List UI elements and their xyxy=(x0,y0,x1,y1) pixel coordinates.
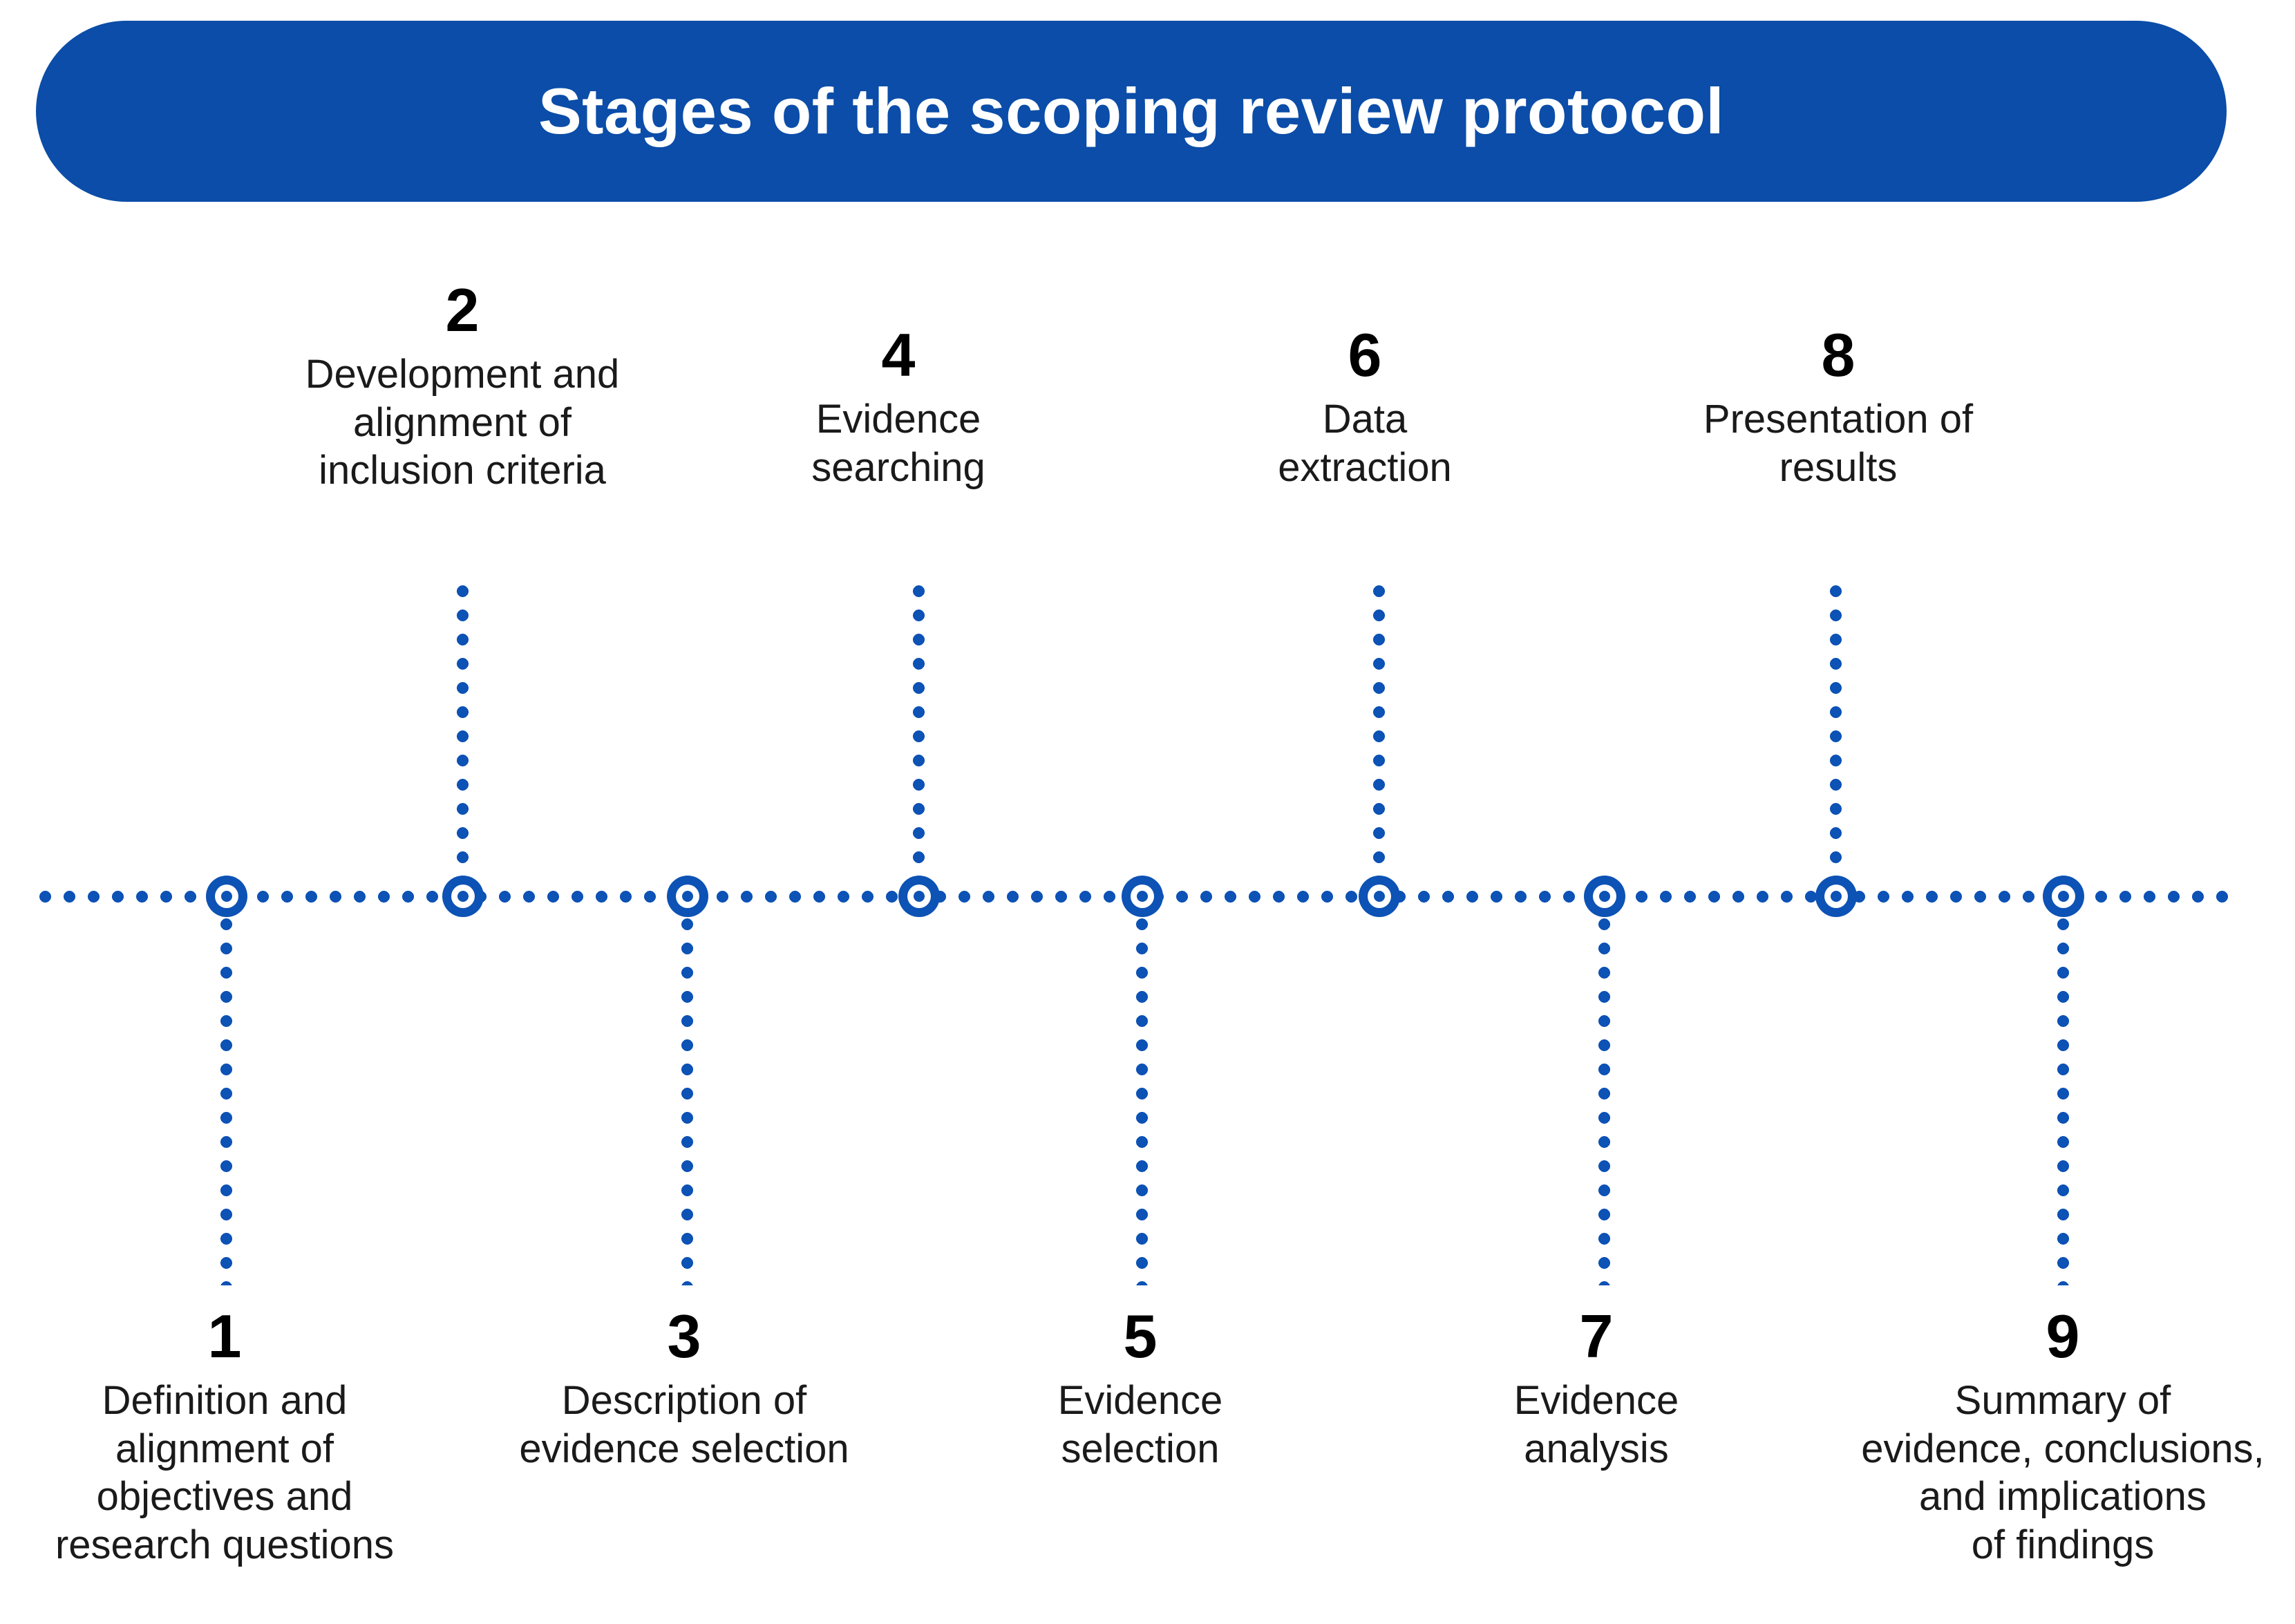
timeline-node-9[interactable] xyxy=(2043,876,2084,917)
timeline-node-6[interactable] xyxy=(1359,876,1400,917)
node-ring-icon xyxy=(1368,885,1391,908)
timeline-node-4[interactable] xyxy=(898,876,940,917)
node-core-icon xyxy=(457,891,469,902)
connector-stage-5 xyxy=(1136,912,1148,1285)
header-banner: Stages of the scoping review protocol xyxy=(36,21,2227,202)
stage-text-4: Evidence searching xyxy=(811,397,985,490)
connector-stage-2 xyxy=(457,579,469,889)
stage-text-7: Evidence analysis xyxy=(1513,1378,1679,1471)
stage-number-9: 9 xyxy=(2046,1302,2080,1370)
stage-label-8: 8 Presentation of results xyxy=(1645,325,2032,491)
node-core-icon xyxy=(1831,891,1842,902)
stage-label-3: 3 Description of evidence selection xyxy=(484,1306,885,1473)
stage-number-5: 5 xyxy=(1123,1302,1158,1370)
stage-label-4: 4 Evidence searching xyxy=(726,325,1071,491)
node-ring-icon xyxy=(907,885,931,908)
stage-text-8: Presentation of results xyxy=(1703,397,1974,490)
timeline-node-2[interactable] xyxy=(442,876,484,917)
connector-stage-7 xyxy=(1598,912,1610,1285)
timeline-node-7[interactable] xyxy=(1584,876,1625,917)
stage-number-7: 7 xyxy=(1579,1302,1614,1370)
stage-number-2: 2 xyxy=(445,276,480,344)
stage-text-6: Data extraction xyxy=(1278,397,1452,490)
stage-label-7: 7 Evidence analysis xyxy=(1424,1306,1769,1473)
node-core-icon xyxy=(221,891,232,902)
node-core-icon xyxy=(682,891,693,902)
node-core-icon xyxy=(1374,891,1385,902)
connector-stage-4 xyxy=(913,579,925,889)
stage-label-6: 6 Data extraction xyxy=(1192,325,1538,491)
node-core-icon xyxy=(2058,891,2069,902)
connector-stage-8 xyxy=(1830,579,1842,889)
node-ring-icon xyxy=(1131,885,1154,908)
stage-text-9: Summary of evidence, conclusions, and im… xyxy=(1861,1378,2265,1567)
stage-label-2: 2 Development and alignment of inclusion… xyxy=(248,280,677,495)
node-ring-icon xyxy=(2052,885,2075,908)
connector-stage-1 xyxy=(220,912,232,1285)
page-title: Stages of the scoping review protocol xyxy=(538,74,1724,147)
node-core-icon xyxy=(1137,891,1148,902)
timeline-node-8[interactable] xyxy=(1815,876,1857,917)
stage-number-6: 6 xyxy=(1348,321,1382,389)
node-core-icon xyxy=(1599,891,1610,902)
timeline-node-5[interactable] xyxy=(1122,876,1163,917)
connector-stage-9 xyxy=(2057,912,2069,1285)
node-core-icon xyxy=(914,891,925,902)
connector-stage-6 xyxy=(1373,579,1385,889)
stage-label-5: 5 Evidence selection xyxy=(967,1306,1313,1473)
stage-label-1: 1 Definition and alignment of objectives… xyxy=(21,1306,428,1569)
stage-number-1: 1 xyxy=(207,1302,242,1370)
stage-text-1: Definition and alignment of objectives a… xyxy=(55,1378,395,1567)
node-ring-icon xyxy=(1824,885,1848,908)
stage-text-5: Evidence selection xyxy=(1057,1378,1223,1471)
stage-text-2: Development and alignment of inclusion c… xyxy=(305,352,620,493)
stage-number-4: 4 xyxy=(881,321,916,389)
connector-stage-3 xyxy=(681,912,693,1285)
node-ring-icon xyxy=(1593,885,1616,908)
stage-number-3: 3 xyxy=(667,1302,701,1370)
timeline-node-1[interactable] xyxy=(206,876,247,917)
node-ring-icon xyxy=(451,885,475,908)
timeline-node-3[interactable] xyxy=(667,876,708,917)
stage-label-9: 9 Summary of evidence, conclusions, and … xyxy=(1831,1306,2294,1569)
stage-text-3: Description of evidence selection xyxy=(519,1378,849,1471)
stage-number-8: 8 xyxy=(1821,321,1855,389)
node-ring-icon xyxy=(215,885,238,908)
node-ring-icon xyxy=(676,885,699,908)
